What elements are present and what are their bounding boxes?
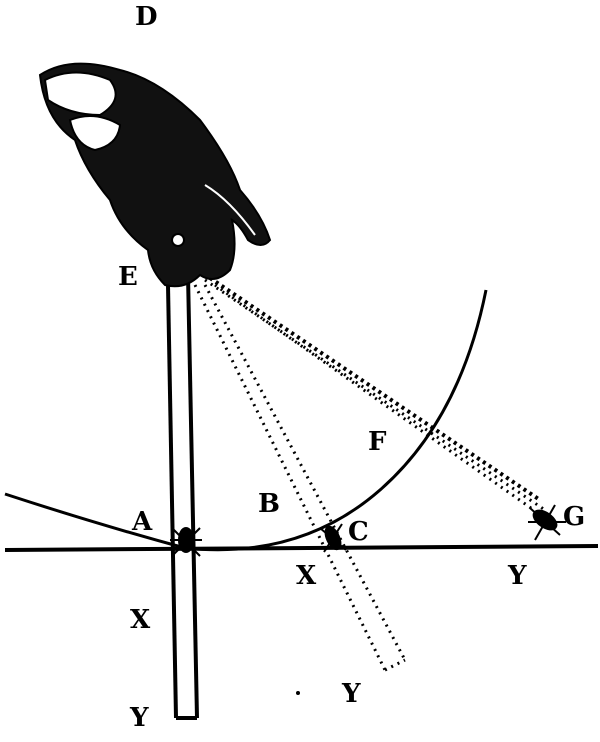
label-x-mid: X (296, 561, 317, 591)
ink-dot (296, 691, 300, 695)
dotted-rod-g (204, 276, 556, 527)
label-d: D (135, 2, 158, 32)
weight-at-g (528, 504, 566, 541)
label-y-left: Y (129, 703, 149, 733)
circle-arc (4, 289, 488, 552)
vertical-rod (166, 274, 199, 720)
label-e: E (118, 262, 138, 292)
label-c: C (348, 517, 369, 547)
label-f: F (368, 427, 387, 457)
weight-at-a (170, 527, 202, 557)
label-a: A (131, 507, 153, 537)
label-y-mid: Y (341, 679, 361, 709)
label-b: B (258, 489, 280, 519)
label-x-left: X (130, 605, 151, 635)
label-g: G (563, 502, 585, 532)
weight-at-c (319, 523, 347, 553)
horizontal-line (4, 544, 599, 552)
dotted-rod-c (193, 284, 407, 672)
hand-illustration (38, 62, 272, 288)
label-y-right: Y (507, 561, 527, 591)
